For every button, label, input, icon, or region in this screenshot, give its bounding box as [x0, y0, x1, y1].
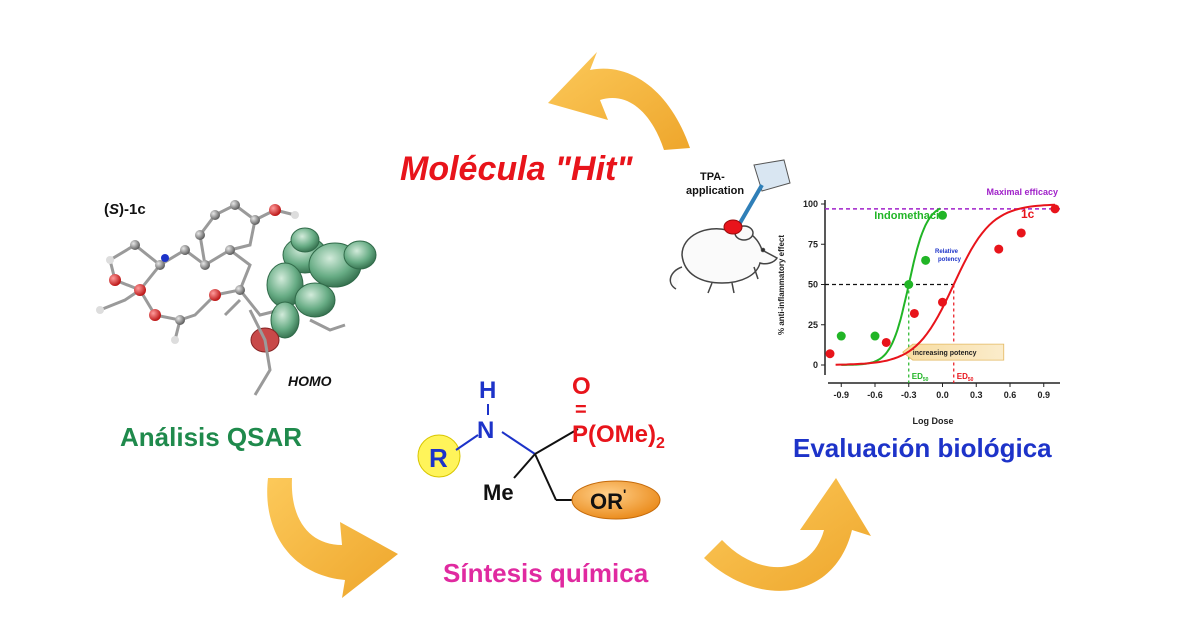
- point-1c: [881, 337, 891, 347]
- bond-c-p: [534, 428, 579, 455]
- mouse-tpa-panel: TPA- application: [669, 159, 791, 294]
- title-qsar-analysis: Análisis QSAR: [120, 422, 303, 452]
- dose-response-chart: % anti-inflammatory effect Log Dose 0 25 5…: [777, 187, 1060, 426]
- ear-treatment-site: [723, 219, 743, 235]
- oxo-oxygen-label: O: [572, 373, 591, 400]
- relative-potency-label-2: potency: [938, 257, 962, 263]
- r-group-label: R: [429, 443, 448, 473]
- arrow-bottom-left: [267, 478, 398, 598]
- point-indomethacin: [836, 331, 846, 341]
- double-bond-sign: =: [575, 399, 587, 421]
- x-tick-label: -0.9: [833, 390, 849, 400]
- x-tick-label: 0.9: [1037, 390, 1050, 400]
- bond-c-ch2: [534, 453, 557, 501]
- tpa-label-line2: application: [686, 185, 744, 197]
- atoms: [96, 200, 299, 344]
- tpa-label-line1: TPA-: [700, 171, 725, 183]
- pipette-icon: [733, 159, 791, 234]
- ether-group-label: OR': [590, 486, 626, 514]
- homo-skeleton: [223, 298, 346, 396]
- relative-potency-label-1: Relative: [935, 249, 959, 255]
- x-tick-label: 0.3: [970, 390, 983, 400]
- or-group-highlight: [571, 480, 661, 520]
- point-1c: [825, 349, 835, 359]
- curve-indomethacin: [841, 207, 941, 366]
- bond-r-n: [455, 434, 479, 451]
- point-1c: [1016, 228, 1026, 238]
- y-tick-label: 50: [808, 280, 818, 290]
- mouse-icon: [669, 225, 779, 294]
- molecule-homo-panel: (S)-1c: [96, 200, 377, 396]
- nitrogen-label: N: [477, 417, 494, 444]
- title-biological-evaluation: Evaluación biológica: [793, 433, 1052, 463]
- ball-and-stick-model: [99, 203, 296, 341]
- x-tick-label: -0.6: [867, 390, 883, 400]
- point-1c: [909, 308, 919, 318]
- amine-hydrogen-label: H: [479, 377, 496, 404]
- bond-c-me: [513, 453, 536, 479]
- legend-1c: 1c: [1021, 207, 1035, 221]
- chart-axes: [824, 200, 1060, 384]
- chart-points: [825, 204, 1060, 359]
- arrow-bottom-right: [704, 478, 871, 591]
- y-tick-label: 25: [808, 320, 818, 330]
- point-indomethacin: [870, 331, 880, 341]
- r-group-highlight: [417, 434, 461, 478]
- x-tick-label: -0.3: [901, 390, 917, 400]
- chemical-structure: R H N O = P(OMe)2 Me OR': [417, 373, 665, 520]
- ed50-indomethacin-label: ED50: [912, 372, 929, 383]
- point-1c: [938, 297, 947, 307]
- x-axis-label: Log Dose: [912, 416, 953, 426]
- title-chemical-synthesis: Síntesis química: [443, 558, 649, 588]
- ed50-1c-label: ED50: [957, 372, 974, 383]
- y-tick-label: 100: [803, 199, 818, 209]
- point-indomethacin: [938, 210, 947, 220]
- compound-label: (S)-1c: [104, 201, 146, 218]
- y-tick-label: 0: [813, 360, 818, 370]
- point-indomethacin: [904, 280, 914, 289]
- chart-guides: [825, 208, 1060, 383]
- chart-ticks: 0 25 50 75 100 -0.9 -0.6 -0.3 0.0 0.3 0.6 0.9: [803, 199, 1050, 400]
- increasing-potency-label: increasing potency: [913, 350, 977, 357]
- title-hit-molecule: Molécula "Hit": [400, 150, 633, 188]
- homo-orbital: [250, 227, 377, 353]
- bond-n-c: [501, 431, 536, 455]
- point-1c: [994, 244, 1004, 254]
- increasing-potency-arrow: [902, 343, 1005, 361]
- phosphonate-label: P(OMe)2: [572, 421, 665, 452]
- legend-indomethacin: Indomethacin: [874, 210, 946, 222]
- methyl-label: Me: [483, 480, 514, 505]
- y-axis-label: % anti-inflammatory effect: [777, 235, 786, 335]
- point-1c: [1050, 204, 1060, 214]
- point-indomethacin: [921, 255, 931, 265]
- y-tick-label: 75: [808, 239, 818, 249]
- maximal-efficacy-label: Maximal efficacy: [986, 187, 1058, 197]
- x-tick-label: 0.0: [936, 390, 949, 400]
- x-tick-label: 0.6: [1004, 390, 1017, 400]
- chart-labels: increasing potency Indomethacin 1c Maximal …: [874, 187, 1058, 383]
- homo-label: HOMO: [288, 373, 332, 389]
- arrow-top: [548, 52, 690, 150]
